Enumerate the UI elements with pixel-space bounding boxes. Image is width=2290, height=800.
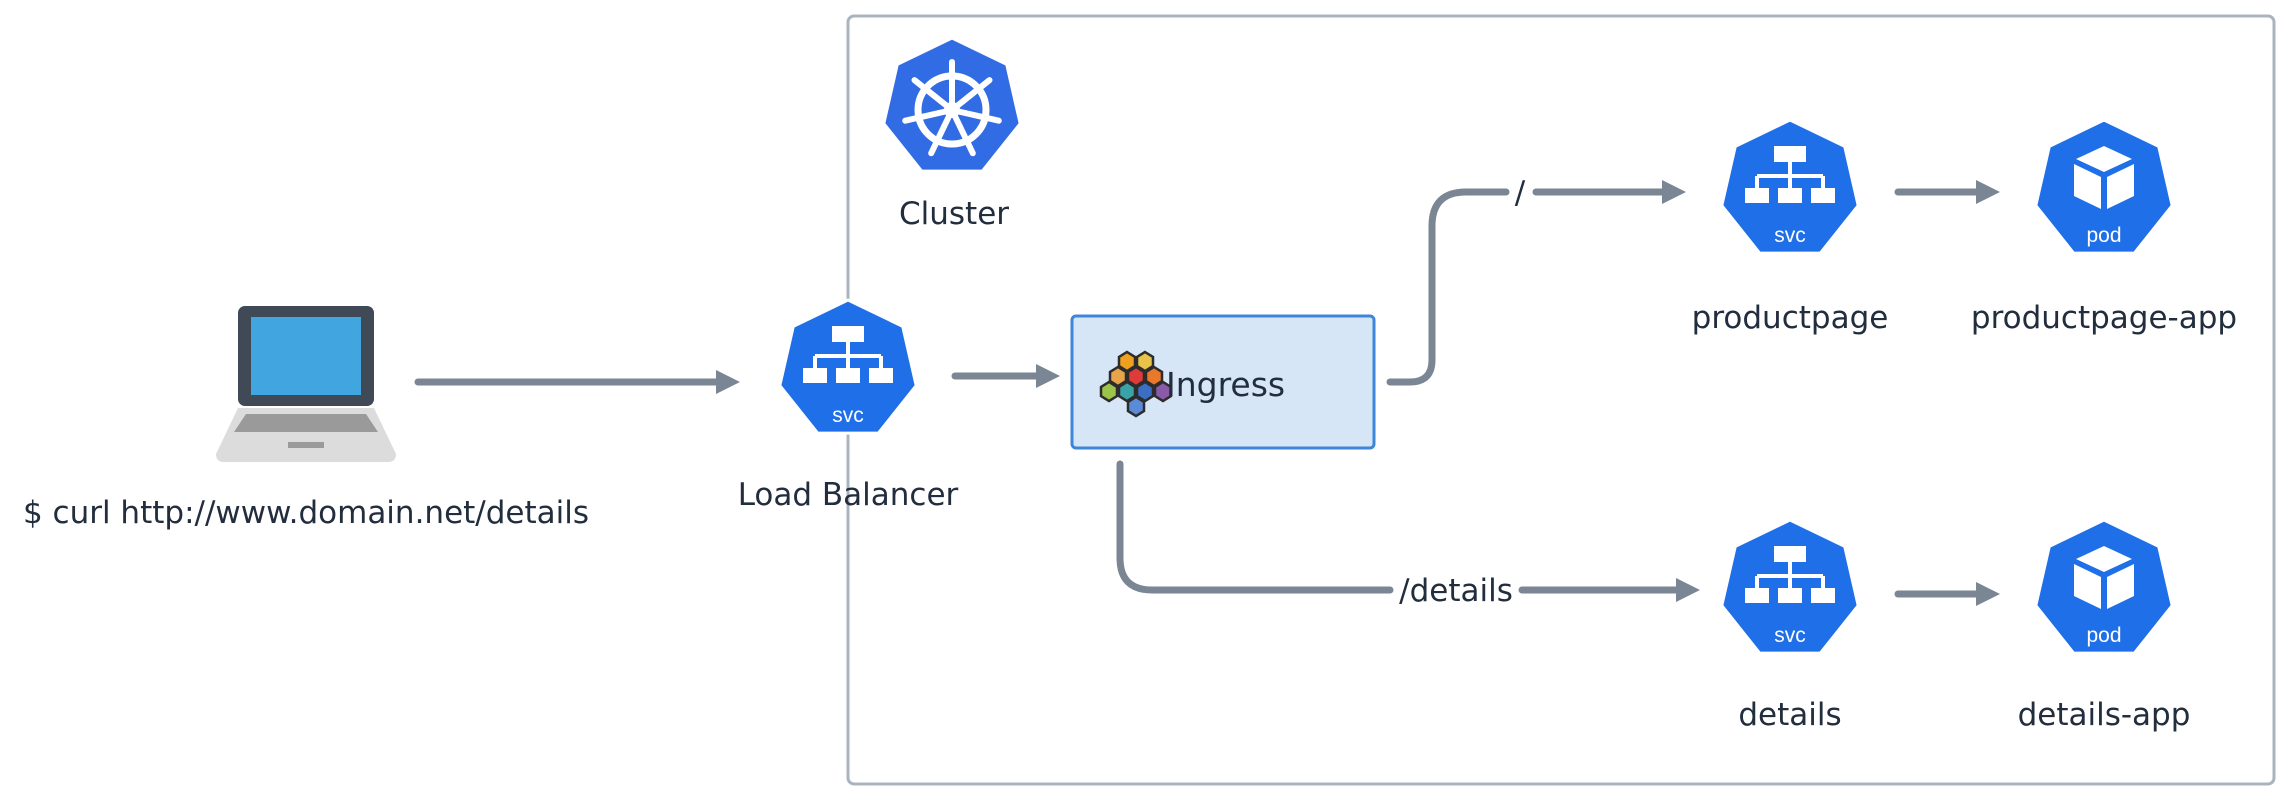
productpage-svc-badge: svc	[1774, 224, 1806, 247]
load-balancer-svc-badge: svc	[832, 404, 864, 427]
client-command-label: $ curl http://www.domain.net/details	[23, 495, 589, 531]
kubernetes-helm-icon	[882, 36, 1022, 173]
load-balancer-service-icon[interactable]: svc	[777, 298, 919, 436]
details-pod-icon[interactable]: pod	[2034, 518, 2174, 655]
productpage-service-label: productpage	[1692, 300, 1889, 336]
productpage-pod-badge: pod	[2086, 224, 2121, 247]
edge-productpage-svc-to-pod	[1894, 180, 2000, 204]
productpage-pod-icon[interactable]: pod	[2034, 118, 2174, 255]
ingress-label: Ingress	[1166, 365, 1285, 404]
route-root-label: /	[1515, 175, 1526, 211]
details-svc-badge: svc	[1774, 624, 1806, 647]
edge-details-svc-to-pod	[1894, 582, 2000, 606]
load-balancer-label: Load Balancer	[738, 477, 959, 513]
details-pod-badge: pod	[2086, 624, 2121, 647]
cluster-boundary	[846, 14, 2276, 786]
laptop-icon	[216, 306, 396, 462]
productpage-service-icon[interactable]: svc	[1719, 118, 1861, 256]
edge-load-balancer-to-ingress	[951, 364, 1060, 388]
route-details-label: /details	[1399, 573, 1513, 609]
details-service-label: details	[1738, 697, 1841, 733]
cluster-label: Cluster	[899, 196, 1009, 232]
ingress-hexagons-icon	[1099, 350, 1173, 418]
edge-client-to-load-balancer	[414, 370, 740, 394]
details-service-icon[interactable]: svc	[1719, 518, 1861, 656]
edge-ingress-to-productpage	[1386, 180, 1686, 386]
ingress-node[interactable]: Ingress	[1070, 314, 1376, 450]
edge-ingress-to-details	[1116, 460, 1700, 602]
productpage-pod-label: productpage-app	[1971, 300, 2237, 336]
ingress-box	[1070, 314, 1376, 450]
details-pod-label: details-app	[2018, 697, 2191, 733]
